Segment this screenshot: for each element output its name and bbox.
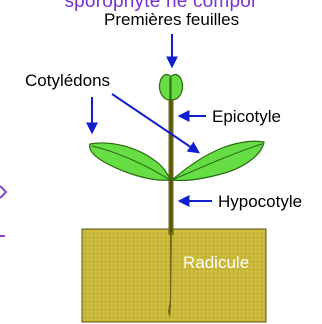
label-hypocotyle: Hypocotyle xyxy=(218,193,302,210)
label-cotyledons: Cotylédons xyxy=(25,72,110,89)
soil-block xyxy=(82,229,266,322)
label-epicotyle: Epicotyle xyxy=(212,108,281,125)
label-premieres-feuilles: Premières feuilles xyxy=(104,11,239,28)
cotyledon-left xyxy=(90,143,170,180)
cotyledon-right xyxy=(172,141,264,180)
arrow-cotyledons-right xyxy=(112,94,198,152)
label-radicule: Radicule xyxy=(183,254,249,271)
first-leaves xyxy=(159,75,182,100)
left-edge-marks xyxy=(0,186,6,236)
